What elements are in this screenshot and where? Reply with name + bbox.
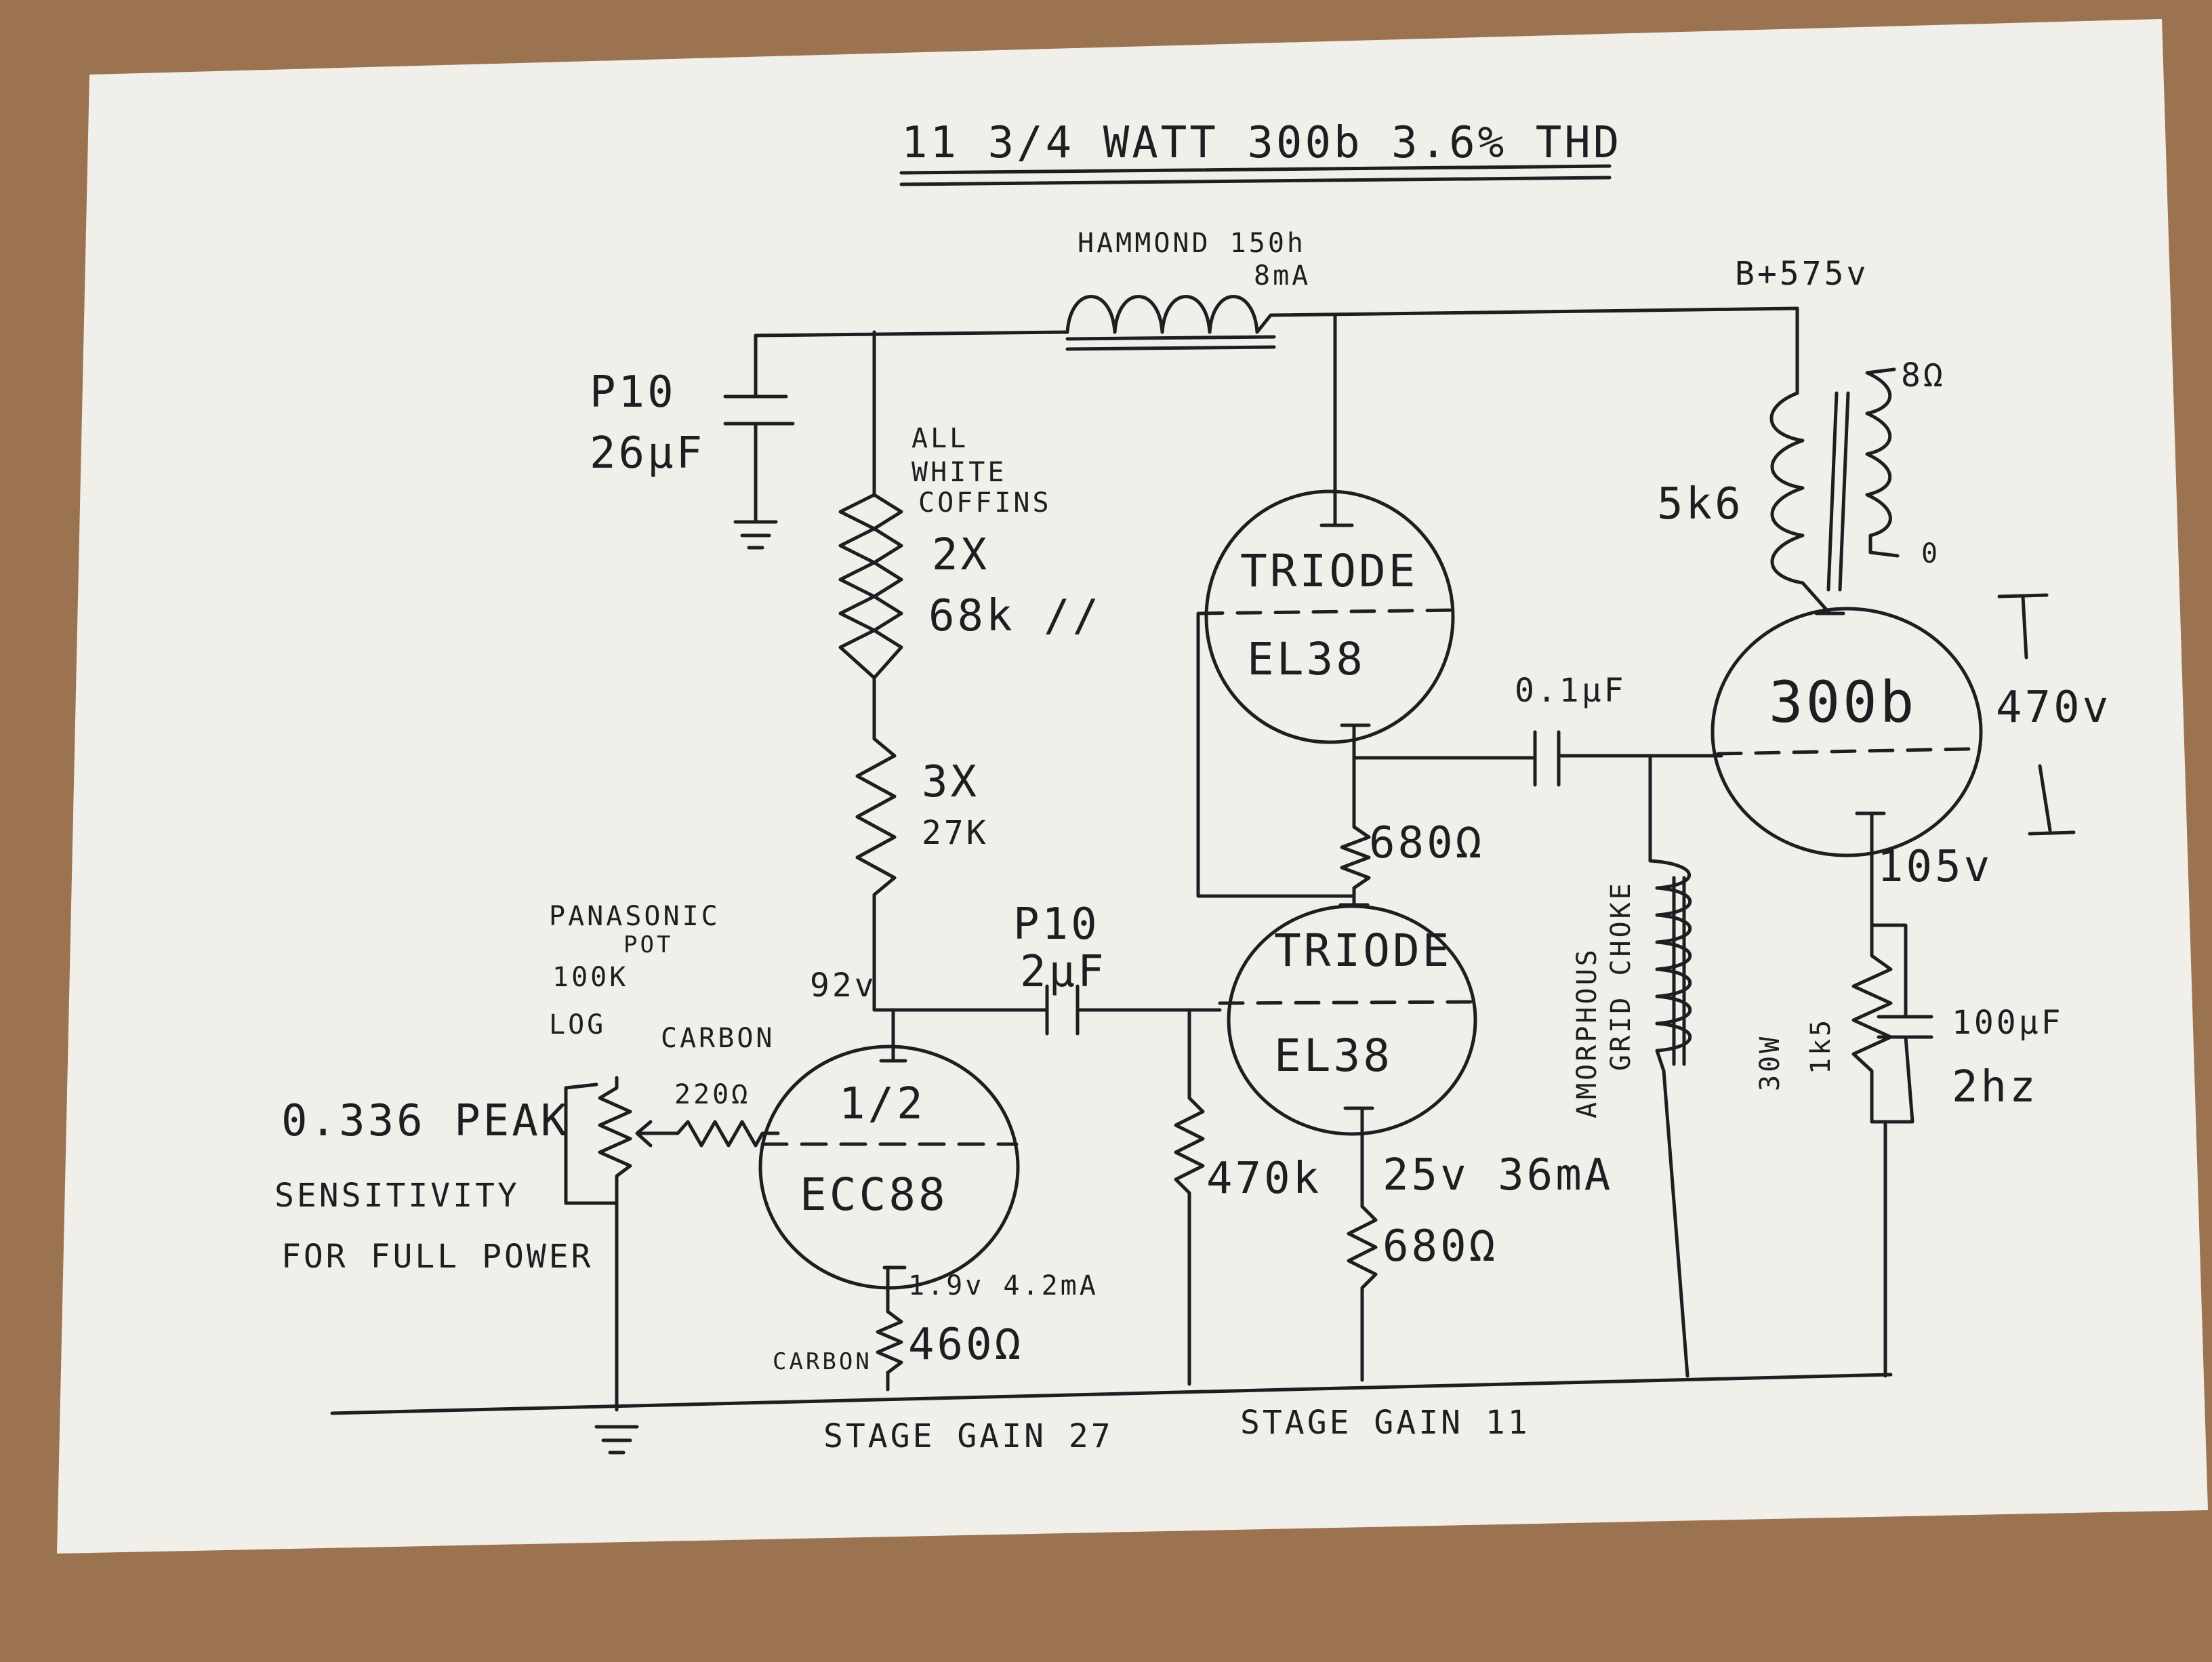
reservoir-ground-symbol	[733, 520, 778, 550]
coupling-cap-2-value: 0.1µF	[1515, 672, 1626, 710]
hammond-choke	[1065, 295, 1273, 334]
load-resistor-left	[838, 493, 876, 680]
load-note-2: WHITE	[912, 457, 1006, 488]
dropper-count: 3X	[922, 757, 979, 807]
300b-cathode-split	[1870, 923, 1908, 1019]
choke-current: 8mA	[1254, 260, 1311, 291]
300b-label: 300b	[1769, 669, 1917, 735]
grid-stopper-type: CARBON	[661, 1023, 775, 1054]
pot-name: PANASONIC	[549, 901, 720, 932]
load-resistor-right	[872, 493, 903, 680]
output-transformer-core-2	[1838, 391, 1850, 592]
ecc88-cathode-resistor	[876, 1310, 903, 1375]
choke-core-2	[1065, 345, 1276, 351]
title-underline-1	[899, 164, 1612, 175]
ecc88-cathode-resistor-type: CARBON	[773, 1348, 872, 1375]
lower-cathode-resistor	[1347, 1204, 1378, 1290]
lower-el38-label: EL38	[1274, 1030, 1393, 1082]
sensitivity-line-3: FOR FULL POWER	[281, 1238, 594, 1276]
load-resistor-count: 2X	[932, 530, 989, 580]
grid-choke-label-2: GRID CHOKE	[1605, 880, 1637, 1071]
load-note-3: COFFINS	[918, 487, 1052, 519]
load-note-1: ALL	[912, 423, 968, 454]
bypass-cap-value: 100µF	[1952, 1004, 2064, 1042]
bplus-voltage: B+575v	[1735, 255, 1868, 293]
ecc88-plate-voltage: 92v	[810, 967, 877, 1005]
pot-wiper-arrow	[635, 1120, 680, 1148]
output-transformer-secondary	[1865, 367, 1900, 558]
lower-el38-tube	[1227, 904, 1477, 1136]
middle-resistor	[1340, 825, 1371, 890]
coupling-cap-1-value: 2µF	[1020, 947, 1107, 997]
300b-cathode-voltage: 105v	[1877, 842, 1992, 892]
plate-voltage-marker	[1997, 593, 2076, 836]
lower-grid-resistor	[1174, 1096, 1205, 1195]
pot-top-wire	[564, 1082, 598, 1090]
cathode-resistor-value: 1k5	[1805, 1017, 1837, 1074]
coupling-cap-1-name: P10	[1013, 899, 1100, 950]
choke-core-1	[1065, 335, 1276, 341]
driver-stage-gain: STAGE GAIN 11	[1240, 1404, 1530, 1442]
title-underline-2	[899, 176, 1612, 186]
lower-grid-resistor-value: 470k	[1206, 1154, 1322, 1204]
sensitivity-line-1: 0.336 PEAK	[281, 1096, 569, 1146]
ecc88-fraction: 1/2	[839, 1079, 926, 1129]
transformer-primary-value: 5k6	[1657, 479, 1744, 529]
output-transformer-core-1	[1826, 391, 1839, 592]
lower-el38-grid-dashes	[1218, 1000, 1483, 1005]
lower-el38-mode: TRIODE	[1274, 925, 1452, 977]
output-transformer-primary	[1769, 391, 1832, 615]
grid-choke-lead-bottom	[1662, 1069, 1689, 1378]
grid-choke-label-1: AMORPHOUS	[1572, 947, 1603, 1118]
grid-stopper-resistor	[676, 1120, 780, 1148]
reservoir-cap-value: 26µF	[590, 428, 705, 479]
choke-name: HAMMOND 150h	[1078, 228, 1306, 259]
upper-el38-grid-dashes	[1197, 608, 1459, 615]
cathode-resistor-power: 30W	[1755, 1034, 1786, 1091]
load-resistor-value: 68k //	[928, 591, 1101, 641]
bypass-cap-corner: 2hz	[1952, 1062, 2039, 1112]
pot-input-wire	[564, 1086, 619, 1205]
300b-plate-voltage: 470v	[1996, 683, 2111, 733]
300b-tube	[1711, 607, 1983, 857]
dropper-value: 27K	[922, 814, 989, 852]
upper-grid-feedback-wire	[1196, 611, 1356, 898]
bplus-rail	[754, 330, 1069, 338]
ecc88-cathode-resistor-value: 460Ω	[908, 1320, 1023, 1370]
lower-cathode-resistor-value: 680Ω	[1382, 1221, 1498, 1272]
input-stage-gain: STAGE GAIN 27	[823, 1417, 1113, 1455]
pot-type: POT	[623, 931, 673, 958]
pot-value: 100K	[552, 962, 628, 993]
speaker-tap: 8Ω	[1901, 357, 1946, 394]
ecc88-label: ECC88	[800, 1169, 948, 1221]
upper-el38-label: EL38	[1247, 633, 1366, 685]
sensitivity-line-2: SENSITIVITY	[274, 1177, 520, 1215]
upper-el38-mode: TRIODE	[1240, 545, 1418, 597]
diagram-title: 11 3/4 WATT 300b 3.6% THD	[901, 118, 1622, 168]
lower-cathode-bias: 25v 36mA	[1382, 1150, 1613, 1200]
grid-choke-coil	[1648, 859, 1692, 1073]
ecc88-cathode-bias: 1.9v 4.2mA	[908, 1270, 1099, 1301]
reservoir-cap-name: P10	[590, 367, 676, 418]
bplus-rail-right	[1269, 306, 1799, 317]
300b-cathode-resistor	[1851, 923, 1893, 1124]
300b-grid-dashes	[1716, 747, 1971, 756]
input-ground-symbol	[594, 1425, 639, 1455]
pot-taper: LOG	[549, 1009, 606, 1040]
upper-el38-tube	[1204, 489, 1455, 744]
pot-resistor	[598, 1076, 632, 1205]
middle-resistor-value: 680Ω	[1369, 818, 1484, 868]
dropper-resistor	[855, 737, 897, 897]
grid-stopper-value: 220Ω	[674, 1079, 750, 1110]
common-tap: 0	[1921, 538, 1940, 569]
ground-rail	[330, 1373, 1893, 1415]
